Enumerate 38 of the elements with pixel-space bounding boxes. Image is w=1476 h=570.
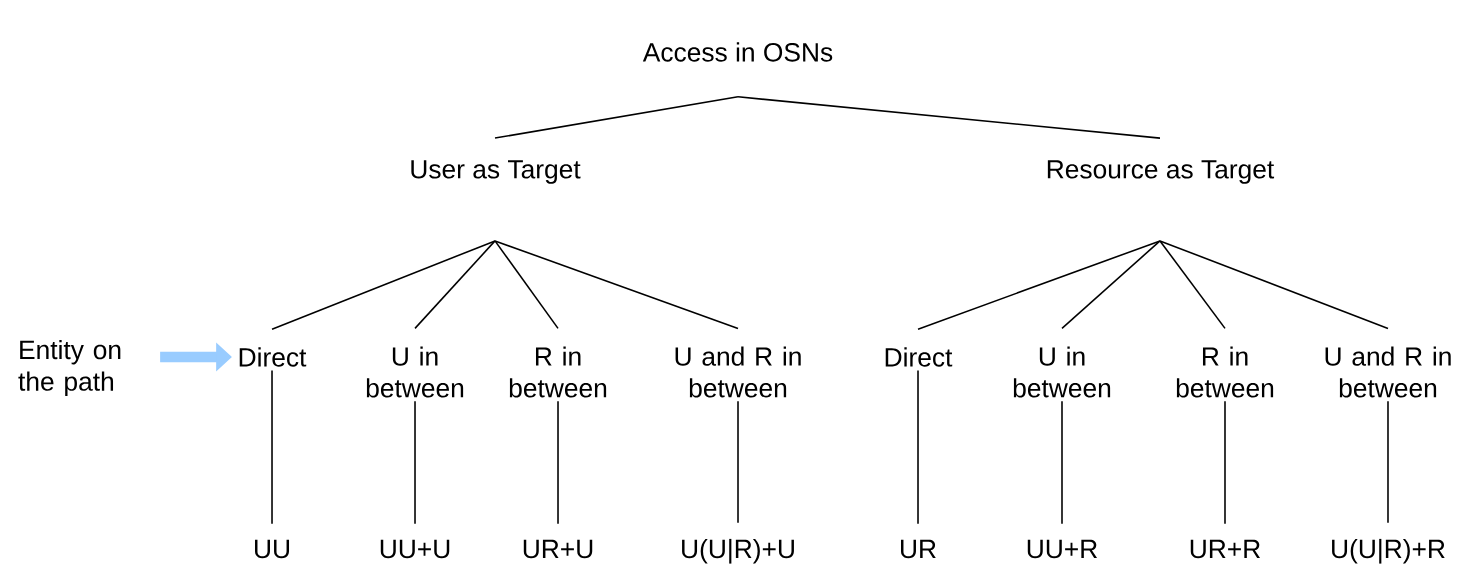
tree-line [557,400,559,525]
tree-line [494,240,559,330]
leaf-label: UU+U [380,539,450,559]
tree-line [1159,240,1226,330]
tree-line [737,96,1161,139]
tree-line [414,240,496,330]
branch-label: R in between [1176,346,1274,398]
tree-line [737,400,739,524]
category-label: User as Target [411,160,581,184]
leaf-label: U(U|R)+R [1332,538,1445,564]
tree-line [1387,400,1389,524]
tree-line [494,240,739,330]
tree-line [1061,400,1063,525]
branch-label: U and R in between [1325,346,1451,398]
tree-line [1224,400,1226,525]
branch-label: Direct [885,347,953,367]
tree-line [494,96,739,139]
tree-line [271,240,496,330]
branch-label: R in between [509,346,607,398]
branch-label: U in between [1013,346,1111,398]
leaf-label: U(U|R)+U [682,538,794,564]
branch-label: U and R in between [675,346,801,398]
branch-label: Direct [239,347,307,367]
leaf-label: UU [255,539,289,559]
tree-line [917,240,1161,330]
category-label: Resource as Target [1047,160,1275,184]
branch-label: U in between [366,346,464,398]
root-label: Access in OSNs [642,42,833,62]
leaf-label: UR+R [1190,539,1260,559]
row-label: Entity on the path [18,339,121,397]
tree-line [1159,240,1389,330]
tree-line [917,369,919,525]
leaf-label: UR [901,539,936,559]
leaf-label: UU+R [1027,539,1097,559]
leaf-label: UR+U [523,539,593,559]
tree-line [414,400,416,525]
tree-line [271,369,273,525]
tree-line [1061,240,1161,330]
